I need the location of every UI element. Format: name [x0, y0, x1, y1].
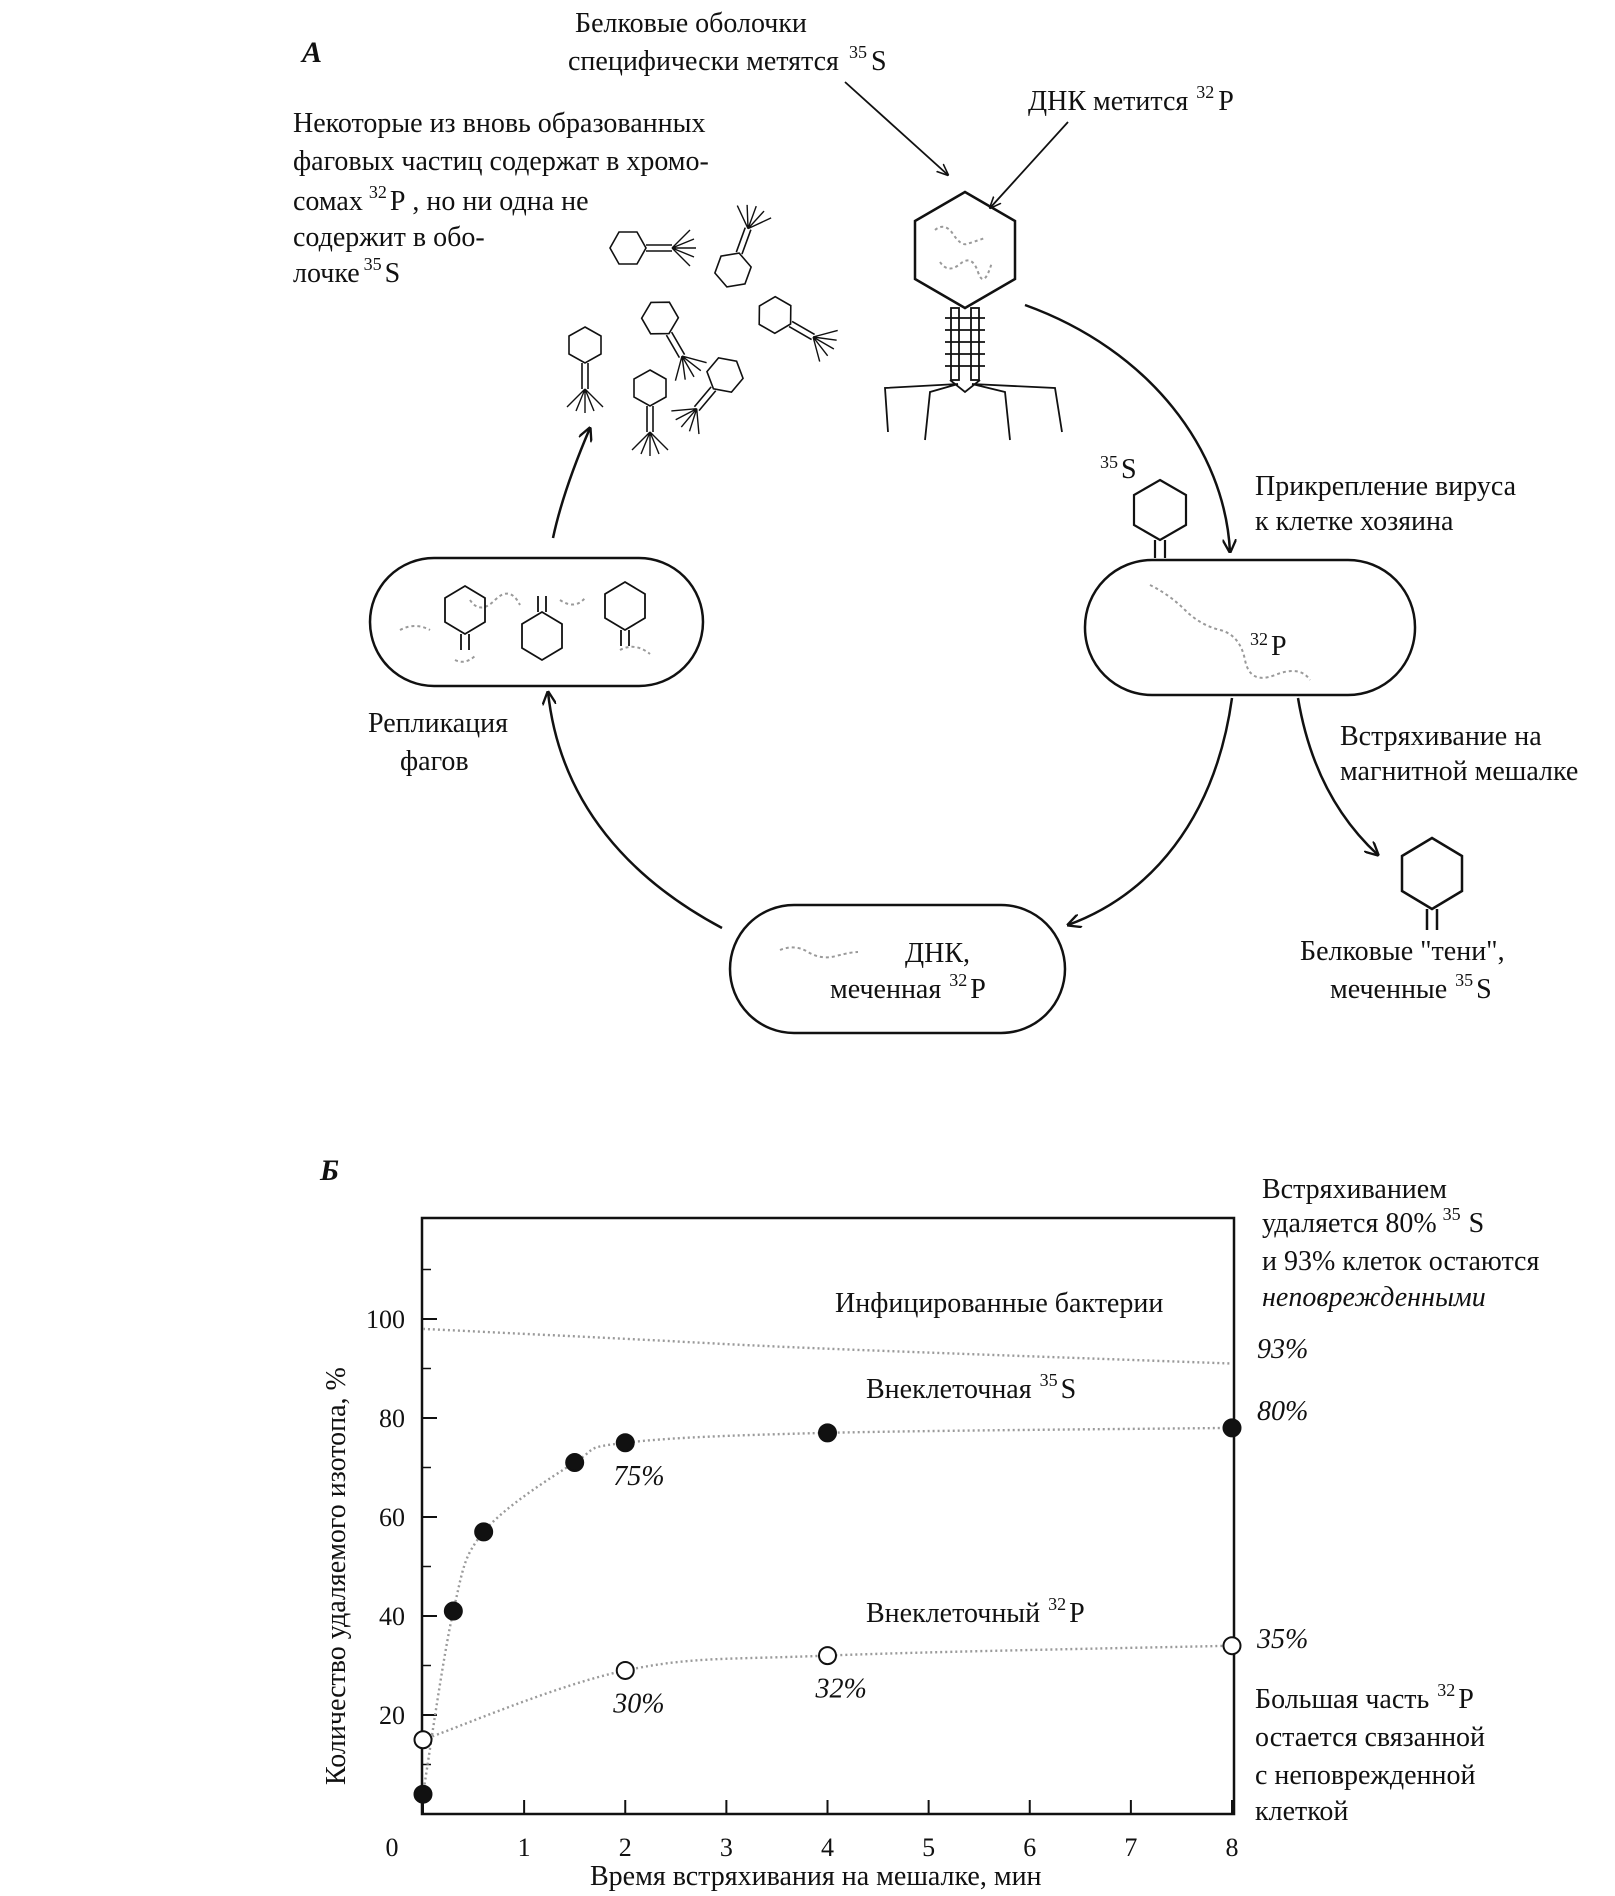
panel-a: А Белковые оболочки специфически метятся… — [293, 8, 1578, 1035]
protein-coat-label-line1: Белковые оболочки — [575, 8, 807, 39]
arrow-attach — [1024, 303, 1230, 552]
note-bottom-line4: клеткой — [1255, 1796, 1348, 1827]
progeny-phages-icon — [566, 199, 844, 457]
x-tick-label: 8 — [1226, 1833, 1239, 1862]
panel-b-letter: Б — [319, 1154, 339, 1187]
data-point — [443, 1601, 463, 1621]
x-tick-label: 4 — [821, 1833, 834, 1862]
data-point — [413, 1784, 433, 1804]
y-tick-label: 40 — [379, 1602, 405, 1631]
ghost-label-line1: Белковые "тени", — [1300, 936, 1505, 967]
note-top-line1: Встряхиванием — [1262, 1174, 1447, 1205]
series-label-infected: Инфицированные бактерии — [835, 1288, 1163, 1319]
note-top-line3: и 93% клеток остаются — [1262, 1246, 1539, 1277]
point-label: 30% — [612, 1688, 664, 1719]
end-label-35: 35% — [1256, 1624, 1308, 1655]
y-tick-label: 100 — [366, 1305, 405, 1334]
series-line-0 — [422, 1327, 1233, 1365]
data-point — [1222, 1636, 1242, 1656]
progeny-line1: Некоторые из вновь образованных — [293, 108, 705, 139]
panel-a-letter: А — [300, 36, 322, 69]
panel-b: Б 20 40 60 80 100 0 1 2 3 4 5 6 7 8 75% 30% 32% Время … — [319, 1154, 1539, 1892]
y-tick-label: 80 — [379, 1404, 405, 1433]
data-point — [565, 1453, 585, 1473]
note-top-line4: неповрежденными — [1262, 1282, 1486, 1313]
point-layer: 75% 30% 32% — [413, 1418, 1242, 1804]
y-axis-label: Количество удаляемого изотопа, % — [321, 1367, 352, 1785]
x-tick-label: 2 — [619, 1833, 632, 1862]
chart: 20 40 60 80 100 0 1 2 3 4 5 6 7 8 75% 30% 32% Время вс… — [321, 1216, 1308, 1892]
x-tick-label: 0 — [386, 1833, 399, 1862]
large-phage-icon — [884, 190, 1063, 441]
note-bottom-line3: с неповрежденной — [1255, 1760, 1475, 1791]
note-bottom-line2: остается связанной — [1255, 1722, 1485, 1753]
data-point — [818, 1423, 837, 1443]
arrow-to-replication — [548, 692, 723, 930]
arrow-shake — [1296, 697, 1378, 855]
attach-label-line1: Прикрепление вируса — [1255, 471, 1517, 502]
attach-label-line2: к клетке хозяина — [1255, 506, 1454, 537]
end-label-80: 80% — [1257, 1396, 1308, 1427]
arrow-to-dna-cell — [1068, 697, 1234, 925]
x-tick-label: 7 — [1124, 1833, 1137, 1862]
y-tick-label: 60 — [379, 1503, 405, 1532]
progeny-line4: содержит в обо- — [293, 222, 485, 253]
data-point — [413, 1730, 433, 1750]
host-cell-dna — [728, 903, 1067, 1035]
y-axis: 20 40 60 80 100 — [366, 1268, 437, 1766]
arrow-to-progeny — [551, 428, 590, 539]
protein-ghost-icon — [1400, 836, 1464, 930]
replication-label-line2: фагов — [400, 746, 469, 777]
replication-label-line1: Репликация — [368, 708, 508, 739]
host-cell-infected — [1083, 478, 1417, 697]
dna-cell-label-line1: ДНК, — [905, 938, 970, 969]
y-tick-label: 20 — [379, 1701, 405, 1730]
series-layer — [421, 1327, 1233, 1795]
arrow-coat — [844, 81, 948, 175]
x-tick-label: 5 — [922, 1833, 935, 1862]
data-point — [474, 1522, 494, 1542]
point-label: 32% — [815, 1674, 867, 1705]
x-tick-label: 1 — [518, 1833, 531, 1862]
x-axis: 0 1 2 3 4 5 6 7 8 — [386, 1800, 1239, 1862]
point-label: 75% — [613, 1461, 664, 1492]
progeny-line2: фаговых частиц содержат в хромо- — [293, 146, 709, 177]
data-point — [818, 1646, 837, 1666]
x-axis-label: Время встряхивания на мешалке, мин — [590, 1861, 1042, 1892]
shake-label-line1: Встряхивание на — [1340, 721, 1542, 752]
data-point — [615, 1433, 635, 1453]
x-tick-label: 3 — [720, 1833, 733, 1862]
host-cell-replicating — [368, 556, 705, 688]
series-line-1 — [421, 1426, 1233, 1795]
shake-label-line2: магнитной мешалке — [1340, 756, 1578, 787]
x-tick-label: 6 — [1023, 1833, 1036, 1862]
series-line-2 — [422, 1644, 1233, 1741]
data-point — [615, 1660, 635, 1680]
end-label-93: 93% — [1257, 1334, 1308, 1365]
arrow-dna — [990, 121, 1069, 208]
data-point — [1222, 1418, 1242, 1438]
